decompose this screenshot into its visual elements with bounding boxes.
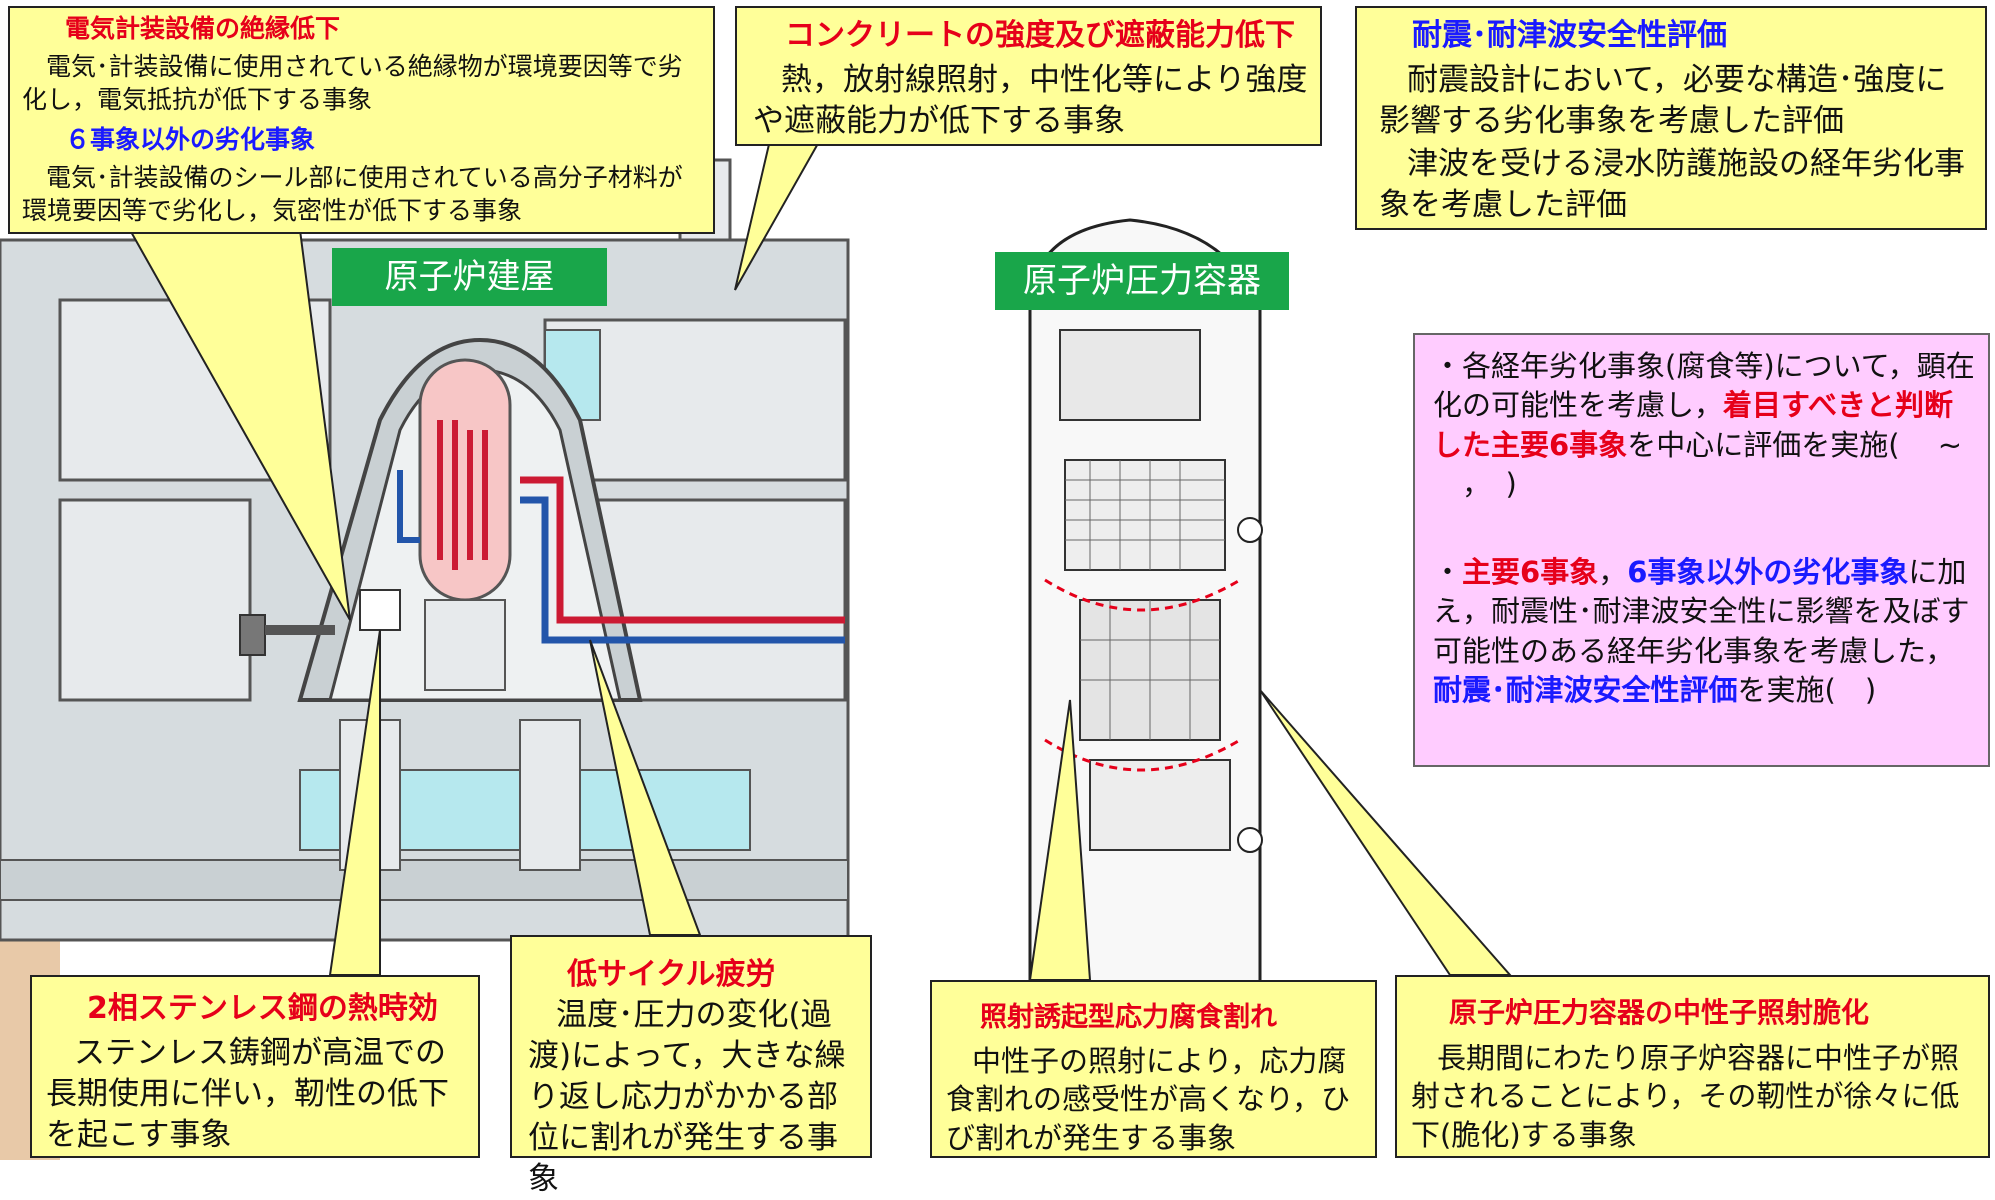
summary-paragraph-1: ・各経年劣化事象(腐食等)について，顕在化の可能性を考慮し，着目すべきと判断した… [1433,347,1978,505]
summary-p1-highlight: 着目すべきと判断した主要6事象 [1433,388,1953,462]
callout-embrittlement-title: 原子炉圧力容器の中性子照射脆化 [1449,996,1870,1029]
summary-p2-major6: 主要6事象 [1462,555,1599,589]
label-pressure-vessel: 原子炉圧力容器 [995,252,1289,310]
leader-stainless [328,629,381,976]
leader-electrical [128,229,351,621]
callout-seismic-body2: 津波を受ける浸水防護施設の経年劣化事象を考慮した評価 [1379,146,1965,223]
leader-iascc [1028,699,1092,981]
callout-concrete: コンクリートの強度及び遮蔽能力低下 熱，放射線照射，中性化等により強度や遮蔽能力… [735,6,1322,146]
callout-seismic-title: 耐震･耐津波安全性評価 [1412,18,1727,53]
summary-paragraph-2: ・主要6事象，6事象以外の劣化事象に加え，耐震性･耐津波安全性に影響を及ぼす可能… [1433,553,1978,711]
label-reactor-building: 原子炉建屋 [332,248,607,306]
summary-p2-bullet: ・ [1433,555,1463,589]
summary-box: ・各経年劣化事象(腐食等)について，顕在化の可能性を考慮し，着目すべきと判断した… [1413,333,1990,767]
reactor-building-illustration [0,158,850,1160]
summary-p2-comma: ， [1598,555,1628,589]
diagram-stage: 電気計装設備の絶縁低下 電気･計装設備に使用されている絶縁物が環境要因等で劣化し… [0,6,1990,1197]
summary-p1-text-c: を中心に評価を実施( ~ ， ) [1433,427,1963,502]
summary-p2-other-events: 6事象以外の劣化事象 [1627,555,1909,589]
callout-seismic-body1: 耐震設計において，必要な構造･強度に影響する劣化事象を考慮した評価 [1379,62,1947,139]
callout-stainless-aging: 2相ステンレス鋼の熱時効 ステンレス鋳鋼が高温での長期使用に伴い，靭性の低下を起… [30,975,480,1158]
callout-fatigue-body: 温度･圧力の変化(過渡)によって，大きな繰り返し応力がかかる部位に割れが発生する… [528,997,846,1197]
callout-other-events-body: 電気･計装設備のシール部に使用されている高分子材料が環境要因等で劣化し，気密性が… [22,163,683,225]
callout-electrical-title: 電気計装設備の絶縁低下 [65,14,341,43]
summary-p2-seismic: 耐震･耐津波安全性評価 [1433,673,1738,708]
callout-other-events-title: ６事象以外の劣化事象 [65,125,316,154]
leader-fatigue [589,639,702,936]
callout-electrical-body: 電気･計装設備に使用されている絶縁物が環境要因等で劣化し，電気抵抗が低下する事象 [22,52,683,114]
callout-neutron-embrittlement: 原子炉圧力容器の中性子照射脆化 長期間にわたり原子炉容器に中性子が照射されること… [1395,975,1990,1158]
callout-stainless-title: 2相ステンレス鋼の熱時効 [87,991,438,1026]
pressure-vessel-illustration [1028,218,1263,1060]
summary-p1-text-a: ・各経年劣化事象(腐食等)について，顕在化の可能性を考慮し， [1433,349,1975,423]
summary-p2-text-e: に加え，耐震性･耐津波安全性に影響を及ぼす可能性のある経年劣化事象を考慮した， [1433,555,1970,668]
callout-iascc: 照射誘起型応力腐食割れ 中性子の照射により，応力腐食割れの感受性が高くなり，ひび… [930,980,1377,1158]
callout-stainless-body: ステンレス鋳鋼が高温での長期使用に伴い，靭性の低下を起こす事象 [46,1035,449,1153]
summary-p2-text-g: を実施( ) [1737,673,1877,708]
callout-low-cycle-fatigue: 低サイクル疲労 温度･圧力の変化(過渡)によって，大きな繰り返し応力がかかる部位… [510,935,872,1197]
callout-iascc-title: 照射誘起型応力腐食割れ [980,1002,1277,1033]
callout-iascc-body: 中性子の照射により，応力腐食割れの感受性が高くなり，ひび割れが発生する事象 [946,1044,1350,1155]
callout-fatigue-title: 低サイクル疲労 [567,957,776,992]
callout-electrical-insulation: 電気計装設備の絶縁低下 電気･計装設備に使用されている絶縁物が環境要因等で劣化し… [8,6,715,234]
callout-concrete-title: コンクリートの強度及び遮蔽能力低下 [785,18,1295,53]
leader-concrete [734,139,822,291]
callout-embrittlement-body: 長期間にわたり原子炉容器に中性子が照射されることにより，その靭性が徐々に低下(脆… [1411,1041,1960,1152]
callout-seismic-tsunami: 耐震･耐津波安全性評価 耐震設計において，必要な構造･強度に影響する劣化事象を考… [1355,6,1987,230]
callout-concrete-body: 熱，放射線照射，中性化等により強度や遮蔽能力が低下する事象 [753,62,1308,139]
